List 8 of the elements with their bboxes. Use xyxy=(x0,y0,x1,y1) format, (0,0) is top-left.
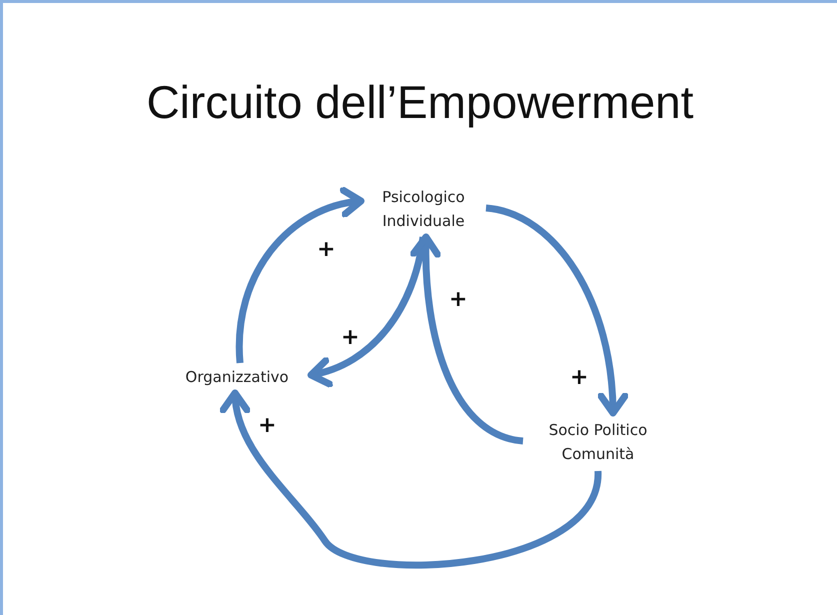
slide-title: Circuito dell’Empowerment xyxy=(145,75,695,129)
curved-arrow xyxy=(410,234,524,444)
node-label: Socio Politico Comunità xyxy=(548,420,648,465)
curved-arrow xyxy=(236,188,364,364)
node-label: Organizzativo xyxy=(185,367,289,388)
node-label: Psicologico Individuale xyxy=(381,187,466,232)
curved-arrow xyxy=(220,390,602,569)
curved-arrow xyxy=(485,204,628,416)
